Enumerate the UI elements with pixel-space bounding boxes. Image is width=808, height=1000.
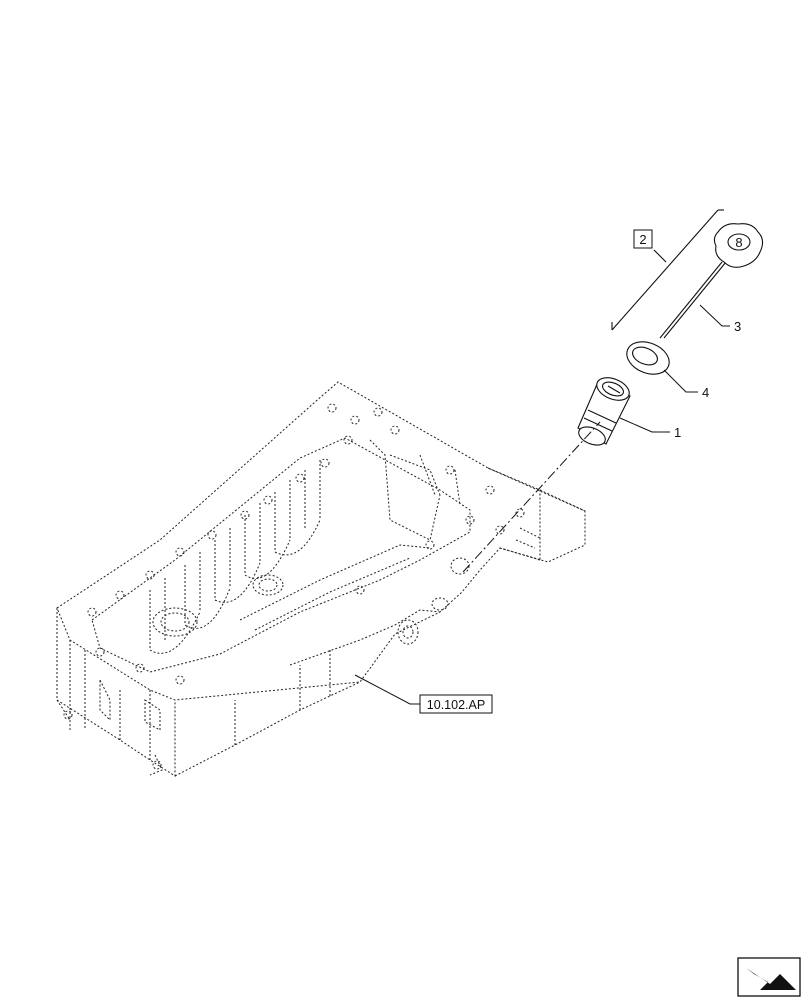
- reference-link[interactable]: 10.102.AP: [419, 694, 493, 714]
- group-bracket: [611, 209, 724, 331]
- dipstick-part: 8: [659, 223, 764, 339]
- oil-sump-drawing: [56, 381, 586, 777]
- callout-item-2: 2: [639, 232, 646, 247]
- reference-label[interactable]: 10.102.AP: [427, 698, 485, 712]
- cap-mark-text: 8: [735, 235, 742, 250]
- callout-item-3: 3: [734, 319, 741, 334]
- seal-ring-part: [626, 341, 670, 375]
- assembly-centerline: [462, 421, 601, 573]
- arrow-icon[interactable]: [737, 957, 801, 997]
- callout-item-1: 1: [674, 425, 681, 440]
- callout-item-2-box: 2: [633, 229, 653, 249]
- dipstick-tube-part: [577, 377, 631, 446]
- leader-lines: [354, 304, 730, 705]
- callout-item-4: 4: [702, 385, 709, 400]
